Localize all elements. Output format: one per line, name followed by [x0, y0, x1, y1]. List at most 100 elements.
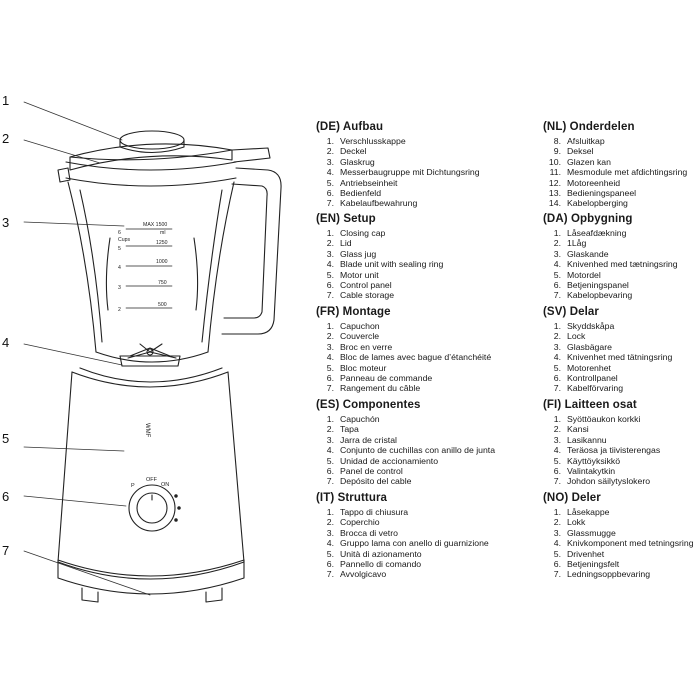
legend-title: (SV) Delar: [543, 306, 599, 318]
legend-item: 6.Kontrollpanel: [553, 373, 618, 384]
blender-diagram: MAX 1500 ml Cups 6 5 4 3 2 1250 1000 750…: [23, 101, 282, 603]
motor-base: [57, 367, 245, 603]
legend-item: 2.Couvercle: [326, 331, 380, 342]
legend-item: 1.Capuchón: [326, 414, 380, 424]
legend-item: 5.Motor unit: [326, 269, 379, 280]
jar-scale-marks: [125, 228, 173, 309]
legend-item: 7.Rangement du câble: [326, 383, 421, 394]
legend-item: 4.Messerbaugruppe mit Dichtungsring: [326, 167, 480, 178]
jar-scale-ml-750: 750: [158, 280, 167, 286]
legend-item: 11.Mesmodule met afdichtingsring: [549, 167, 688, 178]
jar-scale-cup-5: 5: [118, 246, 121, 252]
legend-fr: (FR) Montage 1.Capuchon 2.Couvercle 3.Br…: [316, 306, 491, 394]
glass-jar: [65, 167, 282, 363]
legend-item: 2.Lock: [553, 331, 586, 342]
legend-item: 2.Kansi: [553, 424, 589, 435]
legend-da: (DA) Opbygning 1.Låseafdækning 2.1Låg 3.…: [543, 213, 678, 301]
legend-item: 4.Blade unit with sealing ring: [326, 259, 444, 270]
legend-item: 2.Lid: [326, 238, 352, 249]
legend-item: 3.Glaskande: [553, 248, 609, 259]
legend-item: 7.Ledningsoppbevaring: [553, 569, 651, 580]
legend-it: (IT) Struttura 1.Tappo di chiusura 2.Cop…: [316, 492, 489, 580]
legend-item: 9.Deksel: [553, 146, 594, 157]
callout-3: 3: [2, 215, 10, 230]
legend-no: (NO) Deler 1.Låsekappe 2.Lokk 3.Glassmug…: [543, 492, 694, 580]
callout-2: 2: [2, 131, 10, 146]
legend-item: 3.Jarra de cristal: [326, 434, 397, 445]
jar-scale-unit: ml: [160, 230, 165, 236]
legend-item: 5.Drivenhet: [553, 548, 605, 559]
legend-item: 6.Betjeningsfelt: [553, 559, 620, 570]
jar-scale-ml-1000: 1000: [156, 259, 168, 265]
legend-item: 7.Kabelopbevaring: [553, 290, 633, 301]
legend-item: 6.Betjeningspanel: [553, 280, 629, 291]
legend-item: 7.Johdon säilytyslokero: [553, 476, 651, 487]
callout-7: 7: [2, 543, 10, 558]
legend-item: 6.Panneau de commande: [326, 373, 433, 384]
legend-item: 5.Käyttöyksikkö: [553, 455, 621, 466]
callout-5: 5: [2, 431, 10, 446]
legend-item: 5.Bloc moteur: [326, 362, 387, 373]
jar-scale-cup-6: 6: [118, 230, 121, 236]
legend-item: 4.Knivenhed med tætningsring: [553, 259, 678, 270]
legend-title: (EN) Setup: [316, 213, 376, 225]
legend-item: 13.Bedieningspaneel: [548, 188, 637, 199]
legend-item: 7.Kabelaufbewahrung: [326, 198, 418, 209]
legend-item: 6.Pannello di comando: [326, 559, 422, 570]
legend-item: 8.Afsluitkap: [553, 136, 605, 146]
legend-item: 1.Låsekappe: [553, 507, 610, 517]
legend-item: 5.Antriebseinheit: [326, 177, 398, 188]
legend-title: (NO) Deler: [543, 492, 601, 504]
legend-item: 1.Skyddskåpa: [553, 321, 615, 331]
legend-item: 1.Closing cap: [326, 228, 386, 238]
callout-1: 1: [2, 93, 10, 108]
closing-cap: [119, 130, 185, 153]
legend-item: 5.Unità di azionamento: [326, 548, 422, 559]
legend-item: 2.Coperchio: [326, 517, 380, 528]
legend-item: 10.Glazen kan: [548, 156, 611, 167]
legend-item: 5.Motordel: [553, 269, 601, 280]
legend-item: 1.Tappo di chiusura: [326, 507, 409, 517]
legend-item: 7.Avvolgicavo: [326, 569, 387, 580]
legend-item: 7.Depósito del cable: [326, 476, 412, 487]
callout-4: 4: [2, 335, 10, 350]
legend-title: (IT) Struttura: [316, 492, 388, 504]
legend-fi: (FI) Laitteen osat 1.Syöttöaukon korkki …: [543, 399, 660, 487]
legend-item: 3.Broc en verre: [326, 341, 393, 352]
wmf-logo: WMF: [144, 423, 150, 438]
legend-item: 12.Motoreenheid: [548, 177, 621, 188]
legend-item: 3.Lasikannu: [553, 434, 607, 445]
legend-item: 4.Teräosa ja tiivisterengas: [553, 445, 661, 456]
legend-title: (FI) Laitteen osat: [543, 399, 637, 411]
legend-item: 4.Knivenhet med tätningsring: [553, 352, 673, 363]
legend-item: 3.Glasbägare: [553, 341, 612, 352]
jar-scale-max-label: MAX 1500: [143, 222, 167, 228]
dial-label-pulse: P: [131, 483, 135, 489]
legend-item: 6.Control panel: [326, 280, 392, 291]
jar-scale-cup-4: 4: [118, 265, 121, 271]
legend-item: 7.Kabelförvaring: [553, 383, 624, 394]
legend-sv: (SV) Delar 1.Skyddskåpa 2.Lock 3.Glasbäg…: [543, 306, 672, 394]
legend-item: 3.Brocca di vetro: [326, 527, 398, 538]
legend-item: 1.Verschlusskappe: [326, 136, 406, 146]
legend-item: 2.Lokk: [553, 517, 586, 528]
legend-item: 14.Kabelopberging: [548, 198, 628, 209]
legend-es: (ES) Componentes 1.Capuchón 2.Tapa 3.Jar…: [316, 399, 495, 487]
jar-scale-ml-500: 500: [158, 302, 167, 308]
legend-title: (NL) Onderdelen: [543, 121, 635, 133]
legend-item: 6.Bedienfeld: [326, 188, 382, 199]
legend-item: 3.Glaskrug: [326, 156, 375, 167]
jar-scale-cups-label: Cups: [118, 237, 131, 243]
legend-item: 6.Valintakytkin: [553, 466, 616, 477]
legend-item: 2.Deckel: [326, 146, 367, 157]
legend-item: 1.Låseafdækning: [553, 228, 627, 238]
legend-item: 1.Syöttöaukon korkki: [553, 414, 641, 424]
legend-title: (DE) Aufbau: [316, 121, 384, 133]
legend-item: 6.Panel de control: [326, 466, 403, 477]
leader-lines: [23, 101, 151, 596]
legend-title: (ES) Componentes: [316, 399, 421, 411]
legend-de: (DE) Aufbau 1.Verschlusskappe 2.Deckel 3…: [316, 121, 480, 209]
legend-item: 5.Motorenhet: [553, 362, 611, 373]
legend-item: 1.Capuchon: [326, 321, 380, 331]
legend-item: 3.Glass jug: [326, 248, 377, 259]
